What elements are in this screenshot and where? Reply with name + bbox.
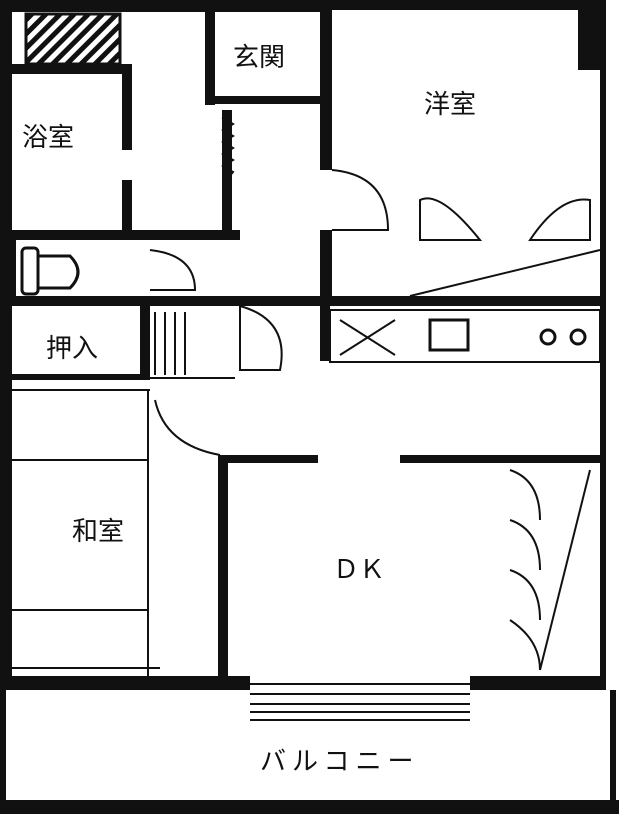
toilet-icon bbox=[20, 246, 80, 296]
stove-burner-icon bbox=[539, 328, 557, 346]
room-label-bathroom: 浴室 bbox=[22, 123, 74, 153]
room-label-japanese-room: 和室 bbox=[72, 517, 124, 547]
curtain-zigzag bbox=[221, 111, 235, 179]
room-label-dining-kitchen: ＤＫ bbox=[333, 555, 385, 585]
stove-burner-icon bbox=[569, 328, 587, 346]
door-swings bbox=[149, 169, 601, 671]
interior-walls bbox=[10, 10, 600, 680]
room-label-balcony: バルコニー bbox=[260, 747, 419, 777]
sink-icon bbox=[428, 318, 470, 352]
balcony-window bbox=[250, 683, 470, 721]
closet-shelves bbox=[12, 312, 235, 680]
room-label-closet: 押入 bbox=[46, 334, 98, 364]
hatched-shaft bbox=[24, 12, 122, 66]
room-label-entrance: 玄関 bbox=[233, 43, 285, 73]
kitchen-counter bbox=[329, 309, 601, 363]
room-label-western-room: 洋室 bbox=[424, 90, 476, 120]
